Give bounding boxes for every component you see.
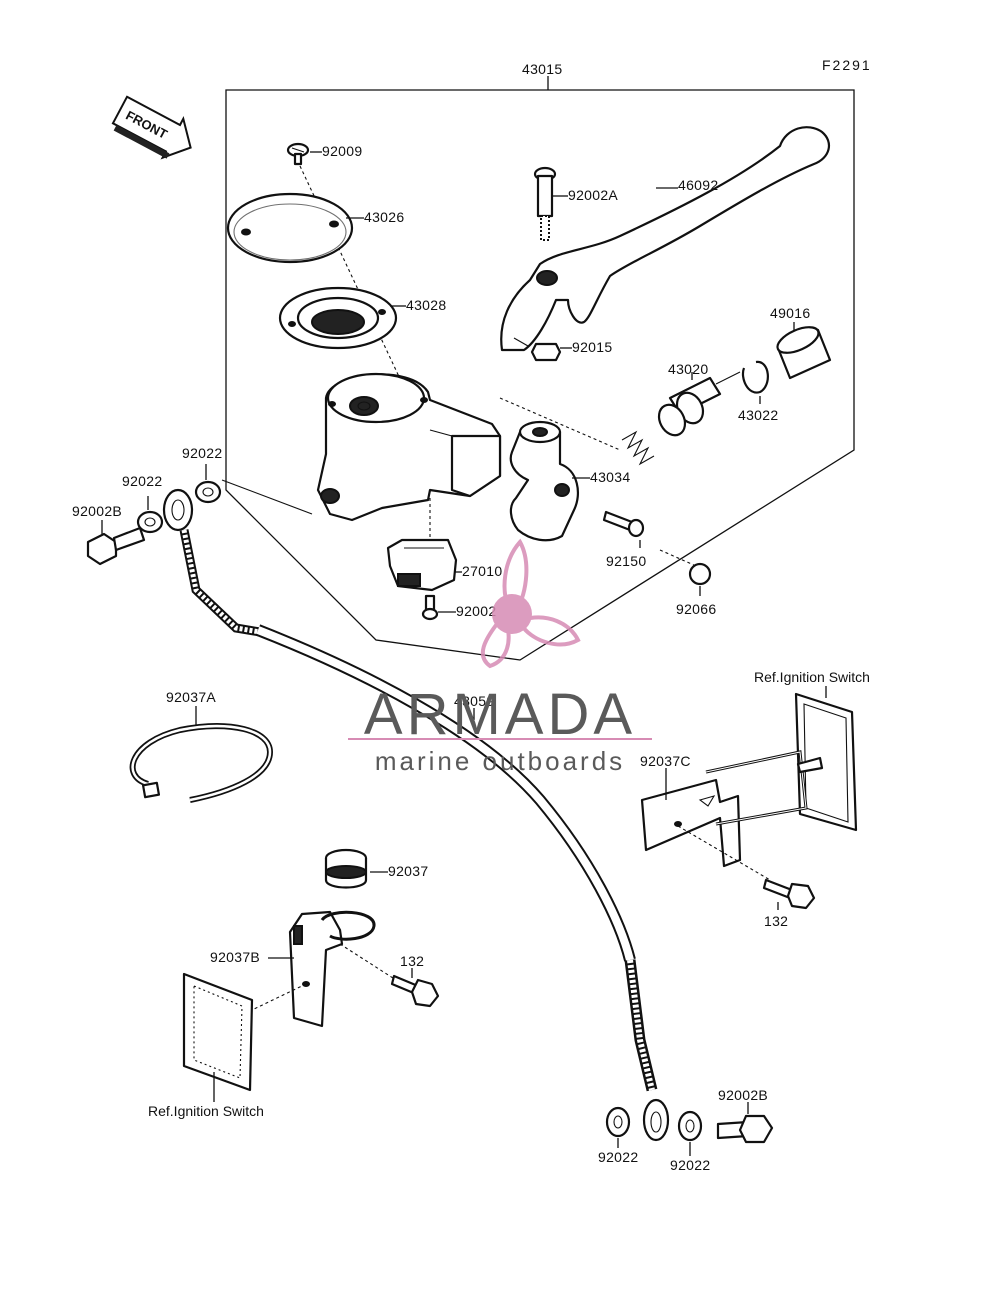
cap-plug-icon	[688, 562, 712, 586]
cap-screw-icon	[286, 142, 310, 166]
grommet-icon	[324, 848, 368, 889]
ignition-switch-left-icon	[182, 972, 254, 1092]
label-92066: 92066	[676, 601, 716, 617]
label-ref-left: Ref.Ignition Switch	[148, 1103, 264, 1119]
bolt-right-icon	[762, 878, 816, 910]
label-92009: 92009	[322, 143, 362, 159]
front-arrow-icon: FRONT	[111, 95, 192, 160]
bracket-left-icon	[288, 910, 376, 1028]
label-43028: 43028	[406, 297, 446, 313]
reservoir-cap-icon	[226, 192, 354, 264]
label-92015: 92015	[572, 339, 612, 355]
armada-logo-icon	[480, 538, 581, 669]
label-92002B-left: 92002B	[72, 503, 122, 519]
washer-left-icon	[136, 510, 164, 534]
brake-switch-icon	[386, 538, 458, 592]
label-92022-br: 92022	[670, 1157, 710, 1173]
label-43022: 43022	[738, 407, 778, 423]
label-27010: 27010	[462, 563, 502, 579]
watermark-tagline: marine outboards	[375, 746, 625, 776]
axis-line-switch-left	[251, 983, 307, 1011]
label-92037B: 92037B	[210, 949, 260, 965]
axis-line-banjo	[221, 479, 313, 515]
banjo-bolt-bottom-icon	[716, 1114, 774, 1144]
label-92022-top: 92022	[182, 445, 222, 461]
label-46092: 46092	[678, 177, 718, 193]
watermark-brand: ARMADA	[364, 682, 636, 747]
assembly-outline	[225, 89, 855, 661]
axis-line-piston	[499, 397, 621, 451]
label-132-right: 132	[764, 913, 788, 929]
label-92037A: 92037A	[166, 689, 216, 705]
circlip-icon	[741, 360, 769, 394]
label-92150: 92150	[606, 553, 646, 569]
label-ref-right: Ref.Ignition Switch	[754, 669, 870, 685]
band-icon	[129, 723, 274, 803]
label-92022-left: 92022	[122, 473, 162, 489]
label-132-left: 132	[400, 953, 424, 969]
clamp-bolt-icon	[602, 510, 645, 538]
figure-id: F2291	[822, 57, 872, 73]
washer-top-icon	[194, 480, 222, 504]
clamp-icon	[509, 420, 579, 542]
label-92022-bl: 92022	[598, 1149, 638, 1165]
label-49016: 49016	[770, 305, 810, 321]
axis-line-bolt-left	[339, 943, 397, 981]
axis-line-plug	[659, 549, 697, 567]
bracket-right-icon	[640, 750, 824, 868]
brake-hose-icon	[162, 488, 670, 1142]
lever-nut-icon	[530, 342, 562, 362]
label-92037: 92037	[388, 863, 428, 879]
label-92002: 92002	[456, 603, 496, 619]
watermark-divider	[348, 738, 652, 740]
label-43026: 43026	[364, 209, 404, 225]
label-43034: 43034	[590, 469, 630, 485]
label-43015: 43015	[522, 61, 562, 77]
label-92002B-bottom: 92002B	[718, 1087, 768, 1103]
washer-bottom-left-icon	[605, 1106, 631, 1138]
pivot-bolt-icon	[533, 166, 557, 241]
dust-boot-icon	[776, 326, 832, 380]
label-92002A: 92002A	[568, 187, 618, 203]
label-92037C: 92037C	[640, 753, 691, 769]
ignition-switch-right-icon	[794, 692, 858, 832]
label-43020: 43020	[668, 361, 708, 377]
switch-screw-icon	[421, 594, 439, 621]
diaphragm-icon	[278, 286, 398, 350]
washer-bottom-right-icon	[677, 1110, 703, 1142]
master-cylinder-body-icon	[316, 372, 502, 522]
bolt-left-icon	[390, 974, 440, 1008]
banjo-bolt-left-icon	[86, 526, 146, 566]
piston-assy-icon	[621, 371, 741, 466]
label-43059: 43059	[454, 693, 494, 709]
brake-lever-icon	[500, 126, 831, 352]
